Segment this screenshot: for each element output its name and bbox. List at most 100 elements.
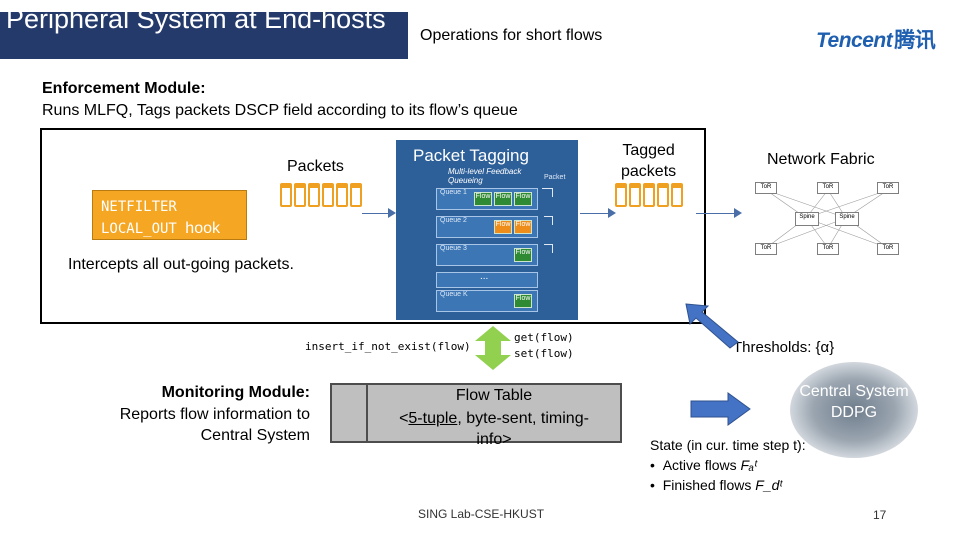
- thresholds-label: Thresholds: {α}: [733, 339, 835, 356]
- logo-text: Tencent: [816, 29, 893, 52]
- spine-switch: Spine: [795, 212, 819, 226]
- arrowhead-icon: [734, 208, 742, 218]
- flow-block: Flow: [494, 220, 512, 234]
- flow-block: Flow: [514, 248, 532, 262]
- queue-box: [436, 244, 538, 266]
- queue-box: [436, 272, 538, 288]
- central-system-image: [790, 362, 918, 458]
- arrow-to-central-icon: [690, 392, 751, 426]
- flow-block: Flow: [514, 192, 532, 206]
- page-number: 17: [873, 508, 887, 522]
- get-call: get(flow): [514, 331, 574, 344]
- tagged-packet-icon: [615, 183, 627, 207]
- packet-icon: [350, 183, 362, 207]
- queue-label: Queue K: [440, 291, 468, 298]
- enforcement-description: Runs MLFQ, Tags packets DSCP field accor…: [42, 102, 518, 119]
- flow-table-divider: [366, 385, 368, 441]
- title-banner: Peripheral System at End-hosts: [0, 12, 408, 59]
- arrow-to-network: [696, 213, 736, 214]
- tor-switch: ToR: [755, 243, 777, 255]
- packet-icon: [336, 183, 348, 207]
- packet-icon: [322, 183, 334, 207]
- tagged-packet-icon: [629, 183, 641, 207]
- feedback-line: [544, 216, 553, 225]
- logo-text-cn: 腾讯: [894, 28, 936, 52]
- state-item2: Finished flows: [662, 477, 752, 493]
- netfilter-line2: LOCAL_OUT: [101, 221, 177, 237]
- packets-icon-row: [280, 183, 364, 212]
- get-set-calls: get(flow) set(flow): [514, 330, 574, 362]
- tagged-packet-icon: [671, 183, 683, 207]
- feedback-line: [544, 244, 553, 253]
- central-line1: Central System: [799, 383, 909, 400]
- tor-switch: ToR: [755, 182, 777, 194]
- state-item1-symbol: Fₐᵗ: [740, 457, 757, 473]
- double-arrow-icon: [475, 326, 511, 370]
- queue-label: Queue 1: [440, 189, 467, 196]
- arrowhead-icon: [608, 208, 616, 218]
- arrowhead-icon: [388, 208, 396, 218]
- slide-subtitle: Operations for short flows: [420, 27, 603, 44]
- packet-tagging-diagram: Queue 1 Queue 2 Queue 3 Queue K Flow Flo…: [396, 140, 578, 320]
- flow-table-title: Flow Table: [455, 387, 533, 404]
- flow-block: Flow: [494, 192, 512, 206]
- packet-icon: [280, 183, 292, 207]
- central-line2: DDPG: [830, 404, 878, 421]
- packet-label: Packet: [544, 174, 566, 181]
- packet-icon: [308, 183, 320, 207]
- flow-table-desc-mid: , byte-sent, timing-: [457, 410, 589, 427]
- flow-table-box: [330, 383, 622, 443]
- tor-switch: ToR: [817, 182, 839, 194]
- ellipsis: ...: [480, 271, 489, 282]
- monitoring-line1: Reports flow information to: [119, 406, 310, 423]
- tor-switch: ToR: [877, 243, 899, 255]
- central-system-label: Central System DDPG: [790, 381, 918, 423]
- monitoring-heading: Monitoring Module:: [161, 384, 310, 401]
- spine-switch: Spine: [835, 212, 859, 226]
- state-item2-symbol: F_dᵗ: [755, 477, 783, 493]
- flow-table-desc-pre: <: [399, 410, 409, 427]
- monitoring-description: Reports flow information to Central Syst…: [94, 404, 310, 446]
- state-item-active: • Active flows Fₐᵗ: [650, 457, 806, 473]
- set-call: set(flow): [514, 347, 574, 360]
- slide-title: Peripheral System at End-hosts: [6, 12, 386, 34]
- tor-switch: ToR: [817, 243, 839, 255]
- threshold-arrow-icon: [685, 303, 739, 349]
- flow-table-description: <5-tuple, byte-sent, timing-info>: [367, 408, 621, 450]
- flow-block: Flow: [514, 220, 532, 234]
- arrow-to-tagging: [362, 213, 390, 214]
- flow-block: Flow: [474, 192, 492, 206]
- tagged-packets-label: Tagged packets: [621, 140, 676, 182]
- queue-box: [436, 290, 538, 312]
- state-heading: State (in cur. time step t):: [650, 437, 806, 453]
- state-item1: Active flows: [662, 457, 737, 473]
- tagged-packet-icon: [657, 183, 669, 207]
- intercepts-text: Intercepts all out-going packets.: [68, 256, 294, 273]
- tagged-line1: Tagged: [622, 142, 675, 159]
- monitoring-line2: Central System: [200, 427, 310, 444]
- enforcement-heading: Enforcement Module:: [42, 80, 206, 97]
- state-block: State (in cur. time step t): • Active fl…: [650, 437, 806, 493]
- footer-text: SING Lab-CSE-HKUST: [418, 507, 545, 521]
- netfilter-hook: hook: [185, 220, 220, 237]
- queue-label: Queue 3: [440, 245, 467, 252]
- tor-switch: ToR: [877, 182, 899, 194]
- tagged-line2: packets: [621, 163, 677, 180]
- flow-table-desc-tuple: 5-tuple: [408, 410, 458, 427]
- queue-box: [436, 216, 538, 238]
- network-fabric-label: Network Fabric: [767, 151, 875, 168]
- tagged-packets-row: [615, 183, 685, 212]
- bullet-icon: •: [650, 457, 655, 473]
- queue-label: Queue 2: [440, 217, 467, 224]
- packet-tagging-label: Packet Tagging: [413, 146, 529, 165]
- flow-block: Flow: [514, 294, 532, 308]
- arrow-to-tagged: [580, 213, 610, 214]
- netfilter-line1: NETFILTER: [101, 199, 177, 215]
- state-item-finished: • Finished flows F_dᵗ: [650, 477, 806, 493]
- flow-table-desc-end: info>: [476, 431, 512, 448]
- mlfq-title: Multi-level Feedback Queueing: [448, 167, 522, 185]
- tencent-logo: Tencent腾讯: [816, 24, 936, 54]
- packet-icon: [294, 183, 306, 207]
- packets-label: Packets: [287, 158, 344, 175]
- netfilter-hook-box: NETFILTER LOCAL_OUT hook: [92, 190, 247, 240]
